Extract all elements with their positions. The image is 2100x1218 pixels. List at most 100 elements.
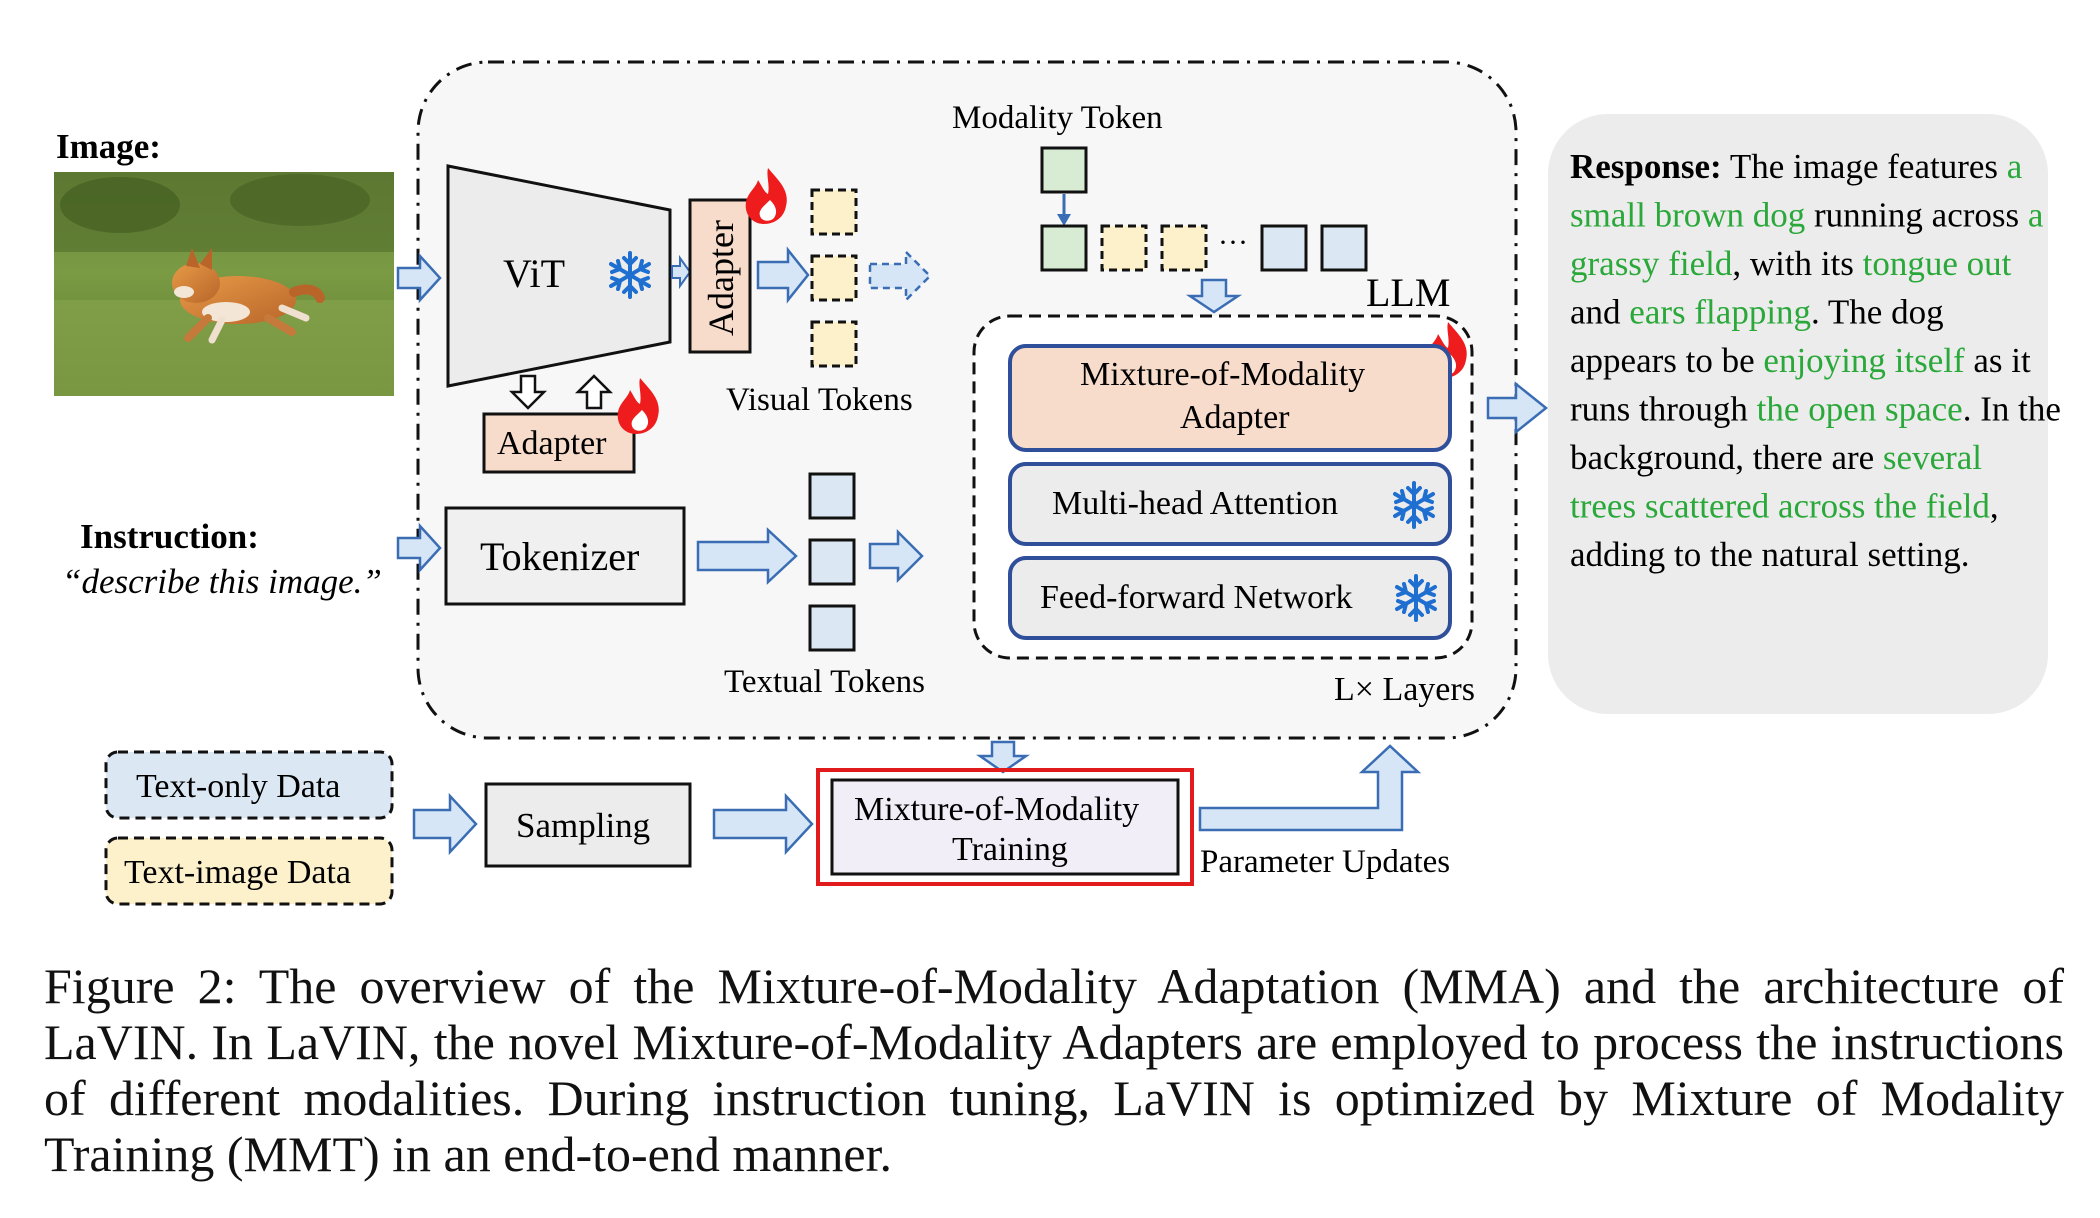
response-word	[1879, 147, 1888, 186]
mmt-highlight-border	[816, 768, 1194, 886]
response-word	[2031, 341, 2040, 380]
parameter-update-arrow	[1198, 744, 1422, 832]
seq-textual-token	[1320, 224, 1368, 272]
response-word: runs	[1570, 390, 1630, 429]
response-word	[1753, 535, 1762, 574]
visual-tokens	[810, 188, 858, 368]
response-word: In	[1980, 390, 2009, 429]
response-word	[2003, 341, 2012, 380]
response-word	[1799, 390, 1808, 429]
text-image-data-label: Text-image Data	[124, 854, 351, 891]
response-word	[1805, 196, 1814, 235]
response-word	[1744, 438, 1753, 477]
visual-token	[810, 254, 858, 302]
response-word: to	[1686, 341, 1713, 380]
figure-caption: Figure 2: The overview of the Mixture-of…	[44, 958, 2064, 1182]
ffn-label: Feed-forward Network	[1040, 579, 1353, 616]
instruction-text: “describe this image.”	[62, 562, 382, 601]
seq-ellipsis: ···	[1218, 226, 1248, 259]
response-word: tongue	[1863, 244, 1958, 283]
response-word	[1944, 293, 1953, 332]
response-word	[1917, 487, 1926, 526]
response-word: the	[2018, 390, 2061, 429]
response-word: .	[1963, 390, 1972, 429]
response-word	[1784, 147, 1793, 186]
response-word	[2011, 244, 2020, 283]
response-word	[1923, 196, 1932, 235]
response-word: a	[2028, 196, 2044, 235]
dog-photo	[54, 172, 394, 396]
vit-label: ViT	[503, 251, 565, 296]
response-word: ,	[1732, 244, 1741, 283]
response-word	[1982, 438, 1991, 477]
response-word	[1722, 147, 1730, 186]
vit-side-adapter	[688, 198, 752, 354]
seq-modality-token	[1040, 224, 1088, 272]
seq-textual-token	[1260, 224, 1308, 272]
response-word	[1686, 293, 1695, 332]
textual-tokens-label: Textual Tokens	[724, 664, 925, 700]
response-word	[1958, 244, 1967, 283]
textual-to-llm-arrow	[868, 528, 924, 584]
response-word	[1812, 244, 1821, 283]
seq-visual-token	[1100, 224, 1148, 272]
textual-token	[808, 472, 856, 520]
response-word	[2061, 390, 2070, 429]
adapter-to-visual-arrow	[756, 246, 810, 304]
response-word: The	[1730, 147, 1784, 186]
mma-line2: Adapter	[1180, 399, 1290, 436]
response-word: space	[1885, 390, 1963, 429]
response-word: across	[1932, 196, 2019, 235]
mha-label: Multi-head Attention	[1052, 485, 1338, 522]
vit-up-arrow	[574, 374, 614, 410]
response-word: image	[1793, 147, 1879, 186]
response-word	[1659, 244, 1668, 283]
response-word: setting.	[1867, 535, 1969, 574]
response-word: features	[1887, 147, 1998, 186]
response-word: trees	[1570, 487, 1636, 526]
response-word	[1621, 293, 1630, 332]
textual-tokens	[808, 472, 856, 652]
multi-head-attention	[1008, 462, 1452, 546]
response-word	[2022, 147, 2031, 186]
response-word: field	[1668, 244, 1733, 283]
response-word	[1630, 390, 1639, 429]
tokenizer-box	[444, 506, 686, 606]
image-input-arrow	[396, 252, 442, 304]
sampling-box	[484, 782, 692, 868]
response-word	[1744, 196, 1753, 235]
layers-label: L× Layers	[1334, 671, 1475, 708]
response-word: it	[2011, 341, 2031, 380]
visual-token	[810, 188, 858, 236]
response-word: dog	[1891, 293, 1944, 332]
response-word: Response:	[1570, 147, 1722, 186]
vit-bottom-adapter	[482, 412, 636, 474]
seq-visual-token	[1160, 224, 1208, 272]
response-word: ears	[1629, 293, 1685, 332]
response-word: background,	[1570, 438, 1744, 477]
mmt-line1: Mixture-of-Modality	[854, 791, 1139, 828]
response-word: be	[1722, 341, 1755, 380]
textual-token	[808, 538, 856, 586]
response-panel	[1548, 114, 2048, 714]
modality-token-arrow	[1057, 194, 1071, 226]
mixture-of-modality-adapter	[1008, 344, 1452, 452]
response-word: to	[1674, 535, 1701, 574]
response-word: dog	[1753, 196, 1806, 235]
response-word: through	[1639, 390, 1748, 429]
response-word	[1965, 341, 1974, 380]
modality-token	[1040, 146, 1088, 194]
response-word	[1823, 438, 1832, 477]
llm-to-response-arrow	[1486, 381, 1549, 435]
response-word: .	[1811, 293, 1820, 332]
response-word: appears	[1570, 341, 1677, 380]
feed-forward-network	[1008, 556, 1452, 640]
response-word: itself	[1895, 341, 1965, 380]
response-word: across	[1778, 487, 1865, 526]
response-word: and	[1570, 293, 1621, 332]
sampling-label: Sampling	[516, 806, 650, 845]
response-word	[1701, 535, 1710, 574]
text-only-data-box	[104, 750, 394, 820]
response-word: ,	[1990, 487, 1999, 526]
vit-encoder	[446, 164, 672, 388]
